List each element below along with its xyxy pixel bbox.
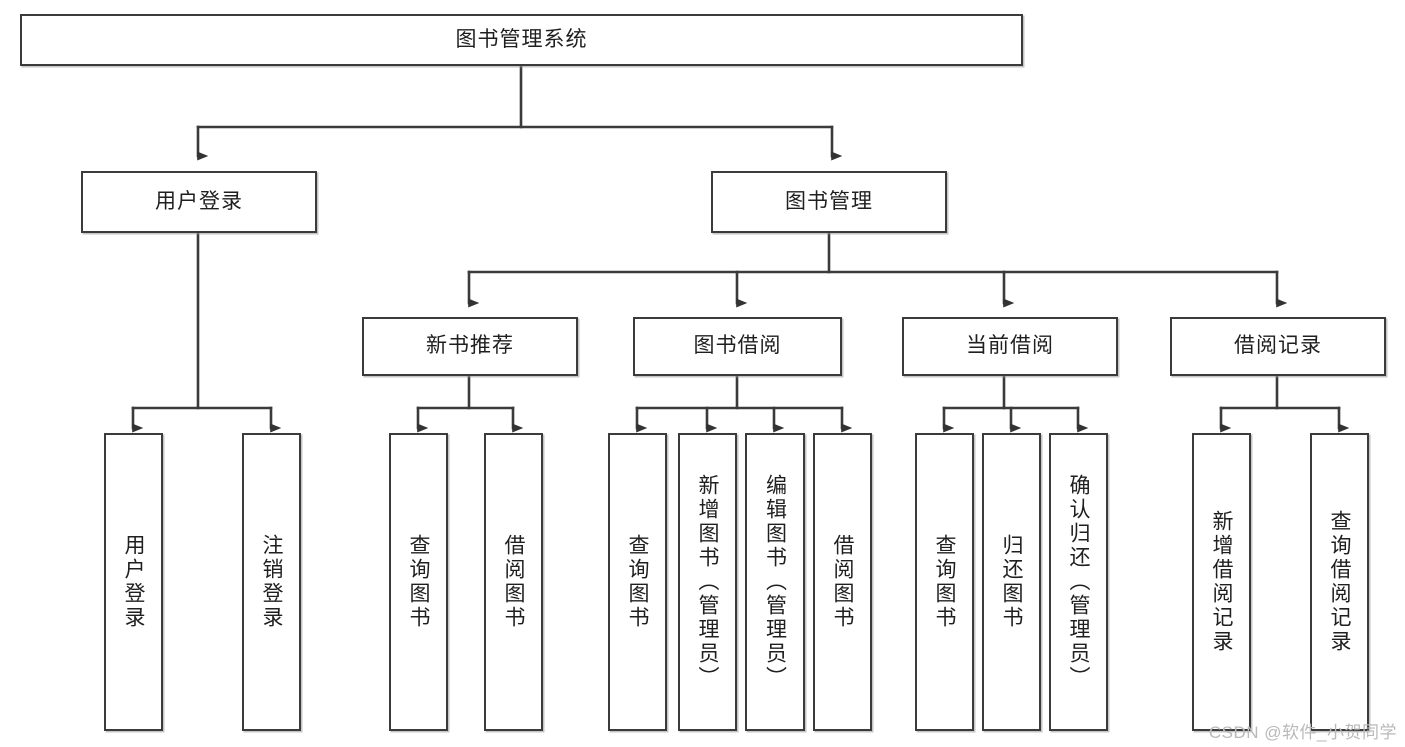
node-user-login[interactable]: 用户登录	[81, 171, 317, 233]
node-label: 归还图书	[1000, 534, 1023, 630]
leaf-borrow-book[interactable]: 借阅图书	[813, 433, 872, 731]
node-label: 查询借阅记录	[1328, 510, 1351, 654]
csdn-watermark: CSDN @软件_小贺同学	[1208, 723, 1397, 742]
node-label: 查询图书	[933, 534, 956, 630]
node-label: 图书管理系统	[455, 27, 588, 51]
node-label: 查询图书	[626, 534, 649, 630]
node-borrow-record[interactable]: 借阅记录	[1170, 317, 1386, 376]
node-label: 确认归还（管理员）	[1067, 474, 1090, 690]
leaf-add-book-admin[interactable]: 新增图书（管理员）	[678, 433, 737, 731]
node-label: 新书推荐	[426, 334, 514, 358]
leaf-user-login[interactable]: 用户登录	[104, 433, 163, 731]
leaf-query-book-borrow[interactable]: 查询图书	[608, 433, 667, 731]
node-new-book-recommend[interactable]: 新书推荐	[362, 317, 578, 376]
leaf-add-borrow-record[interactable]: 新增借阅记录	[1192, 433, 1251, 731]
node-root-book-management-system[interactable]: 图书管理系统	[20, 14, 1023, 66]
node-label: 新增图书（管理员）	[696, 474, 719, 690]
node-label: 借阅图书	[502, 534, 525, 630]
leaf-query-book-current[interactable]: 查询图书	[915, 433, 974, 731]
node-label: 借阅记录	[1234, 334, 1322, 358]
node-label: 图书借阅	[693, 334, 782, 358]
leaf-logout[interactable]: 注销登录	[242, 433, 301, 731]
leaf-confirm-return-admin[interactable]: 确认归还（管理员）	[1049, 433, 1108, 731]
node-current-borrow[interactable]: 当前借阅	[902, 317, 1118, 376]
leaf-borrow-book-recommend[interactable]: 借阅图书	[484, 433, 543, 731]
node-label: 用户登录	[122, 534, 145, 630]
node-label: 借阅图书	[831, 534, 854, 630]
node-label: 编辑图书（管理员）	[763, 474, 787, 690]
node-book-borrow[interactable]: 图书借阅	[633, 317, 842, 376]
node-label: 注销登录	[260, 534, 283, 630]
node-label: 新增借阅记录	[1210, 510, 1233, 654]
node-label: 当前借阅	[966, 334, 1054, 358]
leaf-edit-book-admin[interactable]: 编辑图书（管理员）	[745, 433, 805, 731]
node-label: 查询图书	[407, 534, 430, 630]
node-label: 图书管理	[785, 189, 873, 213]
leaf-query-borrow-record[interactable]: 查询借阅记录	[1310, 433, 1369, 731]
leaf-return-book[interactable]: 归还图书	[982, 433, 1041, 731]
leaf-query-book-recommend[interactable]: 查询图书	[389, 433, 448, 731]
node-book-management[interactable]: 图书管理	[711, 171, 947, 233]
node-label: 用户登录	[155, 189, 243, 213]
